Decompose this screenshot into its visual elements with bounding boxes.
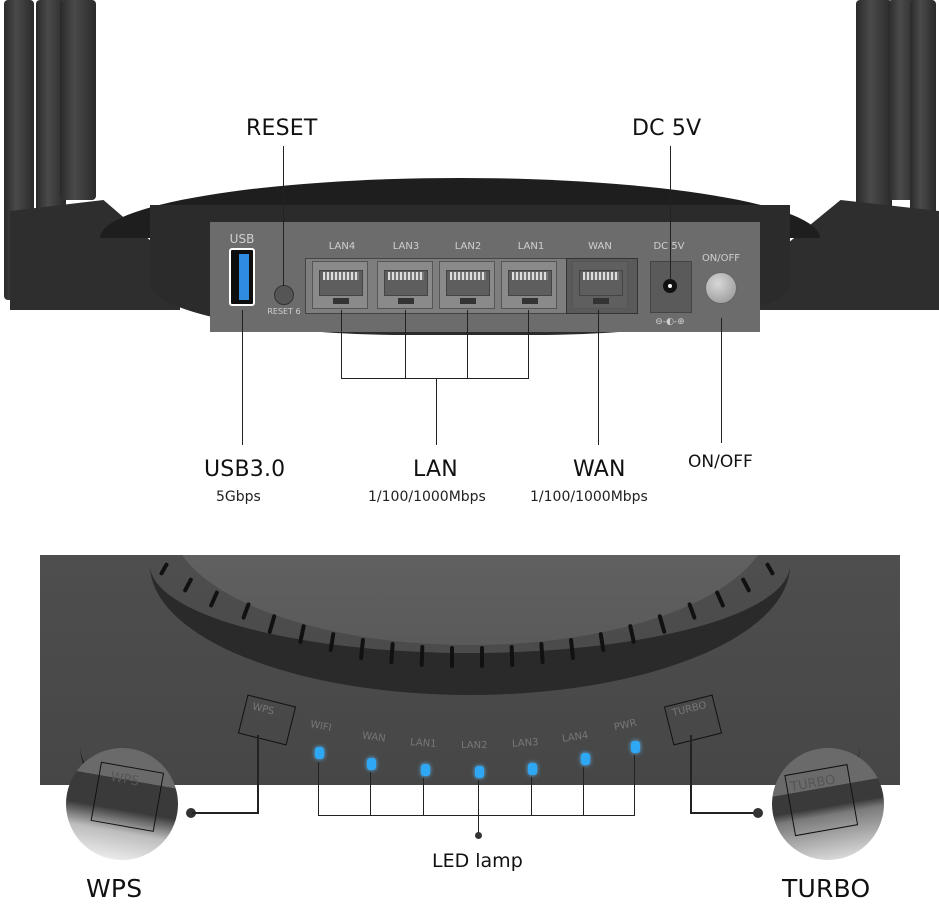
turbo-callout-line-v (690, 735, 692, 814)
led-pwr (631, 741, 640, 753)
usb-callout-title: USB3.0 (204, 457, 286, 482)
lan-bracket-line-1 (528, 310, 529, 378)
wan-callout-subtitle: 1/100/1000Mbps (530, 489, 648, 505)
onoff-callout-label: ON/OFF (688, 452, 753, 472)
wan-callout-title: WAN (573, 457, 626, 482)
led-bracket-line-lan2 (478, 780, 479, 836)
polarity-symbol: ⊖-◐-⊕ (655, 317, 685, 327)
wps-callout-label: WPS (86, 874, 143, 903)
led-label-lan3: LAN3 (511, 737, 539, 750)
turbo-callout-dot (753, 808, 763, 818)
reset-callout-line (283, 146, 284, 286)
wan-panel-label: WAN (588, 241, 612, 252)
led-bracket-line-pwr (634, 755, 635, 816)
lan-bracket-line-2 (467, 310, 468, 378)
led-bracket-line-lan3 (531, 777, 532, 816)
lan3-panel-label: LAN3 (392, 241, 420, 252)
usb-port[interactable] (229, 248, 255, 306)
led-bracket-line-lan1 (423, 778, 424, 816)
onoff-callout-line (721, 318, 722, 443)
turbo-callout-label: TURBO (782, 874, 871, 903)
lan3-port[interactable] (377, 261, 433, 309)
wan-port[interactable] (572, 261, 628, 309)
router-back-view: USB RESET 6 LAN4 LAN3 LAN2 LAN1 WAN DC 5… (0, 0, 939, 340)
led-callout-dot (475, 832, 482, 839)
led-bracket-line-wan (370, 772, 371, 816)
led-wifi (315, 747, 324, 759)
dc-panel-label: DC 5V (653, 241, 685, 252)
turbo-callout-line-h (690, 812, 758, 814)
lan-callout-line (436, 378, 437, 445)
lan1-port[interactable] (501, 261, 557, 309)
power-button[interactable] (705, 272, 737, 304)
antenna-left-3 (60, 0, 96, 200)
lan2-panel-label: LAN2 (454, 241, 482, 252)
lan4-port[interactable] (312, 261, 368, 309)
lan-bracket-line-4 (341, 310, 342, 378)
led-label-lan2: LAN2 (461, 740, 488, 751)
lan-callout-subtitle: 1/100/1000Mbps (368, 489, 486, 505)
led-lan1 (421, 764, 430, 776)
wps-callout-dot (186, 808, 196, 818)
lan-bracket-line-3 (405, 310, 406, 378)
wps-callout-line-h (192, 812, 258, 814)
reset-button[interactable] (274, 285, 294, 305)
lan1-panel-label: LAN1 (517, 241, 545, 252)
led-bracket-line-lan4 (583, 767, 584, 816)
led-lan2 (475, 766, 484, 778)
reset-callout-label: RESET (246, 116, 318, 141)
lan-bracket-bar (341, 378, 529, 379)
antenna-right-1 (856, 0, 892, 215)
lan-callout-title: LAN (413, 457, 458, 482)
led-label-lan1: LAN1 (409, 737, 437, 750)
wan-callout-line (598, 310, 599, 445)
led-callout-label: LED lamp (432, 850, 523, 872)
led-lan4 (581, 753, 590, 765)
dc-callout-line (670, 146, 671, 281)
usb-panel-label: USB (229, 232, 255, 246)
router-front-view (0, 555, 939, 785)
wps-callout-line-v (257, 735, 259, 814)
onoff-panel-label: ON/OFF (701, 253, 741, 264)
led-bracket-line-wifi (318, 762, 319, 816)
led-bracket-bar (318, 815, 635, 816)
lan4-panel-label: LAN4 (328, 241, 356, 252)
led-wan (367, 758, 376, 770)
usb-callout-line (242, 310, 243, 445)
dc-callout-label: DC 5V (632, 116, 702, 141)
usb-callout-subtitle: 5Gbps (216, 489, 261, 505)
reset-panel-label: RESET 6 (267, 307, 301, 316)
dc-power-jack[interactable] (650, 261, 692, 313)
lan2-port[interactable] (439, 261, 495, 309)
led-lan3 (528, 763, 537, 775)
